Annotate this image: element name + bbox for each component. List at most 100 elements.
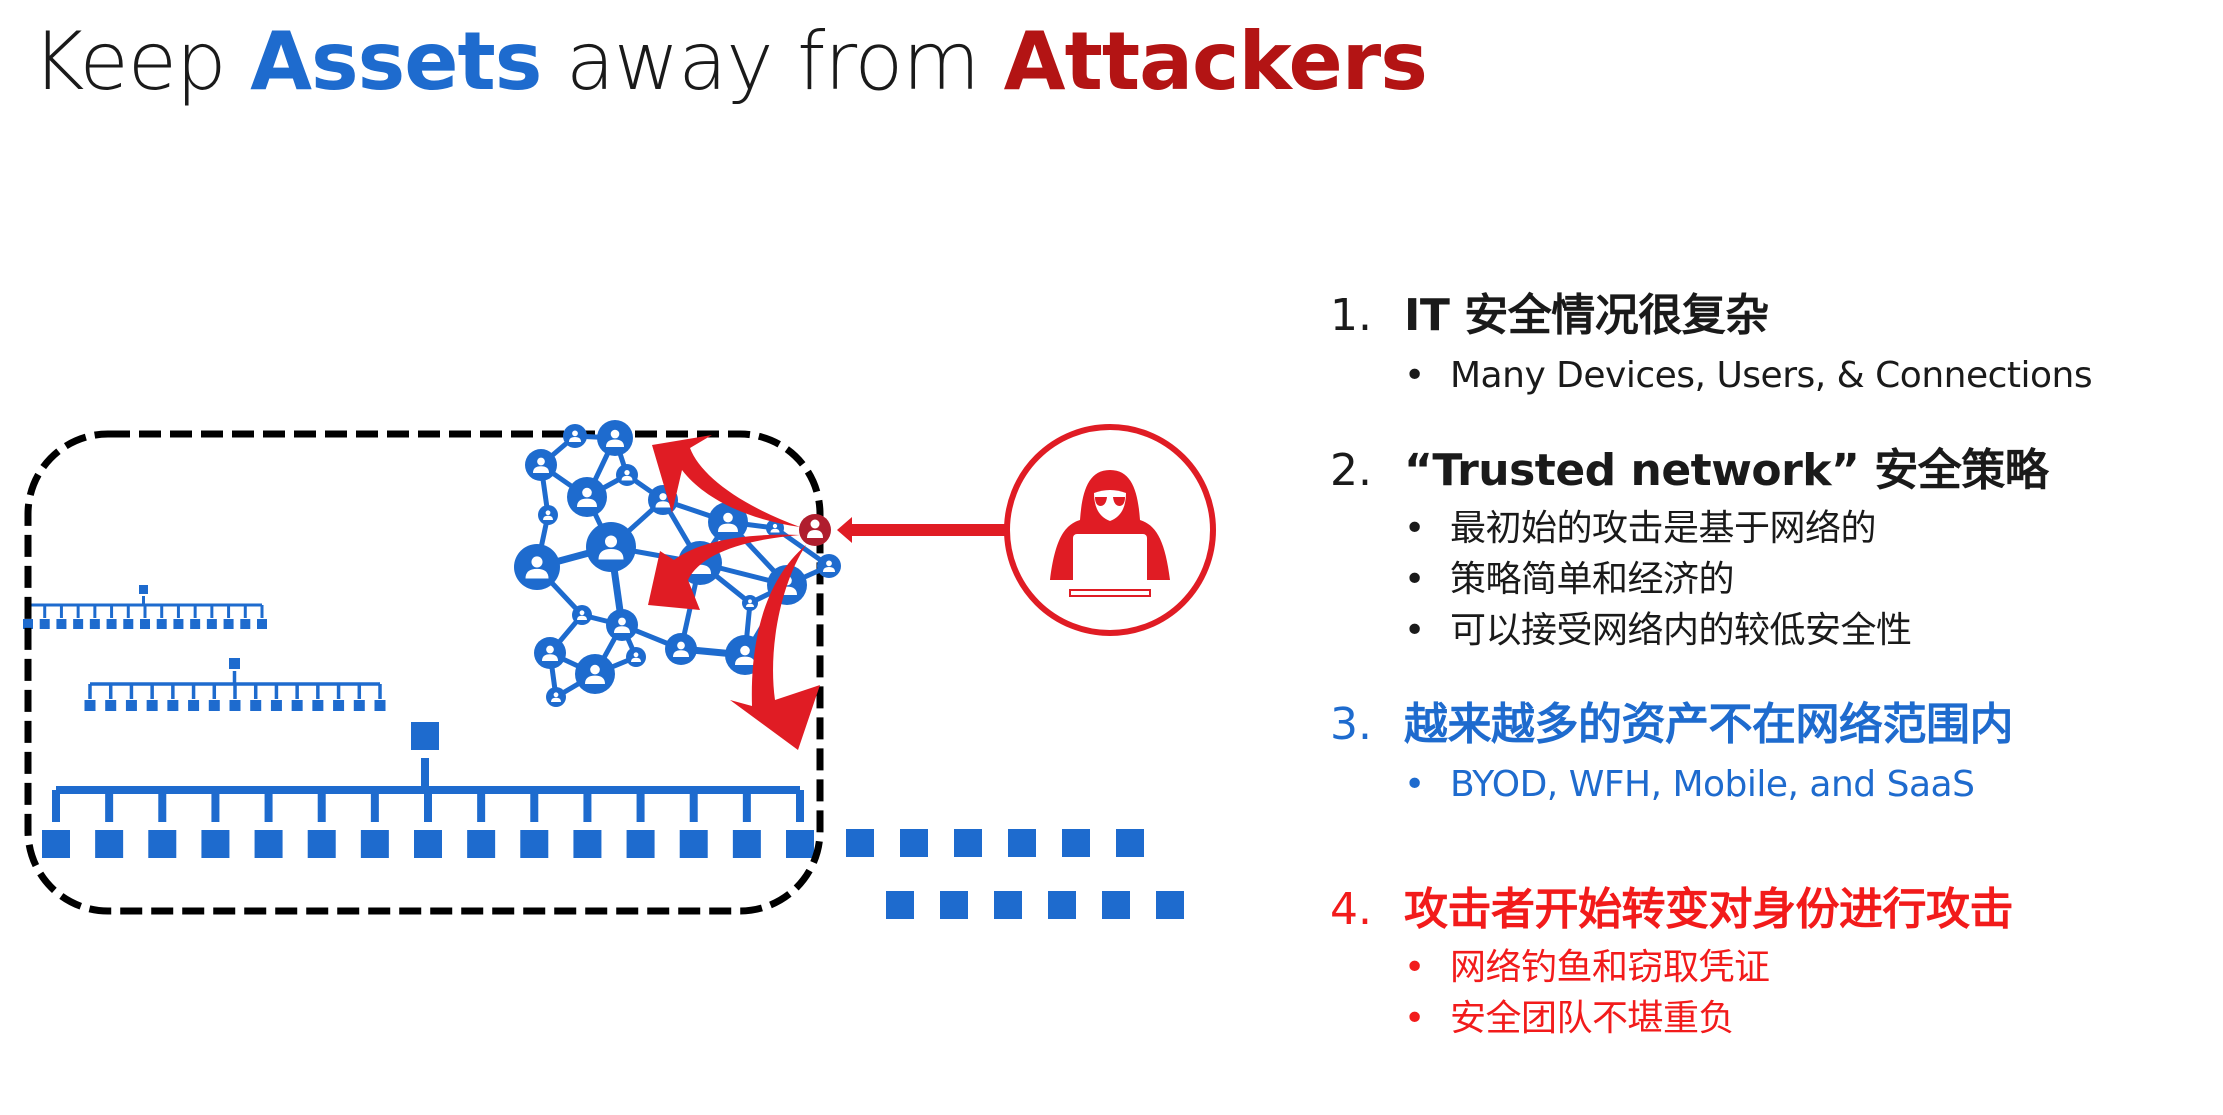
- point-bullets: •Many Devices, Users, & Connections: [1402, 350, 2093, 401]
- tree-child-node: [73, 619, 84, 629]
- user-body-icon: [655, 501, 671, 508]
- heading-zh: 越来越多的资产不在网络范围内: [1404, 699, 2014, 750]
- tree-child-node: [146, 700, 158, 711]
- bullet-text: 网络钓鱼和窃取凭证: [1450, 947, 1770, 988]
- outside-device-node: [1116, 829, 1144, 857]
- user-body-icon: [718, 523, 738, 532]
- asset-trees: [23, 585, 814, 858]
- compromised-node: [799, 514, 831, 546]
- user-head-icon: [624, 469, 630, 476]
- user-body-icon: [823, 566, 835, 572]
- attack-entry-arrow: [837, 517, 1008, 543]
- tree-child-node: [626, 830, 655, 858]
- bullet-text: 最初始的攻击是基于网络的: [1450, 508, 1877, 549]
- outside-device-node: [846, 829, 874, 857]
- user-body-icon: [631, 657, 641, 662]
- point-number: 3.: [1330, 699, 1372, 750]
- bullet-item: •BYOD, WFH, Mobile, and SaaS: [1402, 759, 1975, 810]
- tree-child-node: [140, 619, 150, 629]
- user-body-icon: [735, 656, 755, 665]
- bullet-text: 可以接受网络内的较低安全性: [1450, 610, 1912, 651]
- user-head-icon: [553, 692, 559, 698]
- user-body-icon: [673, 650, 689, 657]
- title-keep: Keep: [32, 15, 251, 108]
- tree-root-node: [229, 658, 240, 669]
- bullet-item: •可以接受网络内的较低安全性: [1402, 605, 1912, 656]
- user-head-icon: [677, 641, 685, 650]
- network-user-node: [766, 519, 784, 537]
- outside-devices: [846, 829, 1184, 919]
- network-user-node: [514, 544, 560, 590]
- tree-child-node: [125, 700, 137, 711]
- tree-child-node: [188, 700, 200, 711]
- user-head-icon: [659, 493, 667, 501]
- user-body-icon: [577, 615, 587, 620]
- title-attackers: Attackers: [1003, 15, 1428, 108]
- user-body-icon: [551, 697, 561, 702]
- network-user-node: [538, 505, 558, 525]
- user-body-icon: [569, 436, 581, 442]
- tree-child-node: [56, 619, 67, 629]
- user-head-icon: [572, 430, 578, 437]
- tree-child-node: [257, 619, 267, 629]
- slide-title: Keep Assets away from Attackers: [32, 14, 1428, 110]
- user-head-icon: [605, 535, 617, 548]
- point-number: 1.: [1330, 290, 1372, 341]
- user-body-icon: [614, 626, 630, 633]
- user-body-icon: [606, 439, 624, 447]
- outside-device-node: [1008, 829, 1036, 857]
- tree-child-node: [679, 830, 708, 858]
- network-user-node: [546, 687, 566, 707]
- title-assets: Assets: [250, 15, 542, 108]
- tree-child-node: [190, 619, 201, 629]
- tree-child-node: [89, 619, 100, 629]
- user-body-icon: [533, 466, 549, 473]
- point-number: 2.: [1330, 445, 1372, 496]
- user-body-icon: [525, 568, 549, 579]
- outside-device-node: [886, 891, 914, 919]
- tree-child-node: [105, 700, 117, 711]
- network-user-node: [586, 522, 636, 572]
- point-heading: 越来越多的资产不在网络范围内: [1404, 697, 2014, 753]
- attack-arrows: [648, 435, 820, 750]
- user-body-icon: [585, 675, 605, 684]
- user-head-icon: [610, 429, 620, 439]
- outside-device-node: [994, 891, 1022, 919]
- user-head-icon: [582, 487, 592, 498]
- user-head-icon: [579, 610, 585, 616]
- user-body-icon: [598, 549, 624, 560]
- user-head-icon: [772, 523, 778, 529]
- outside-device-node: [1048, 891, 1076, 919]
- network-user-node: [567, 477, 607, 517]
- user-body-icon: [746, 603, 754, 607]
- network-user-node: [817, 554, 841, 578]
- attack-arrow-left: [648, 534, 800, 610]
- bullet-text: 安全团队不堪重负: [1450, 998, 1735, 1039]
- tree-child-node: [39, 619, 50, 629]
- tree-child-node: [270, 700, 282, 711]
- tree-child-node: [23, 619, 33, 629]
- user-body-icon: [621, 475, 633, 481]
- heading-zh: 安全策略: [1874, 445, 2049, 496]
- point-bullets: •最初始的攻击是基于网络的 •策略简单和经济的 •可以接受网络内的较低安全性: [1402, 503, 1912, 656]
- network-user-node: [525, 449, 557, 481]
- point-heading: “Trusted network” 安全策略: [1404, 443, 2049, 499]
- outside-device-node: [940, 891, 968, 919]
- attacker-icon: [1004, 424, 1216, 636]
- bullet-text: 策略简单和经济的: [1450, 559, 1735, 600]
- tree-child-node: [206, 619, 217, 629]
- tree-child-node: [374, 700, 386, 711]
- bullet-dot: •: [1404, 355, 1425, 396]
- tree-child-node: [201, 830, 230, 858]
- bullet-dot: •: [1404, 764, 1425, 805]
- user-body-icon: [543, 515, 553, 520]
- network-user-node: [597, 420, 633, 456]
- hierarchy-tree-1: [23, 585, 267, 629]
- bullet-dot: •: [1404, 947, 1425, 988]
- bullet-item: •安全团队不堪重负: [1402, 993, 1770, 1044]
- tree-root-node: [139, 585, 148, 594]
- network-user-node: [742, 595, 758, 611]
- user-head-icon: [537, 457, 545, 466]
- bullet-item: •策略简单和经济的: [1402, 554, 1912, 605]
- tree-child-node: [208, 700, 220, 711]
